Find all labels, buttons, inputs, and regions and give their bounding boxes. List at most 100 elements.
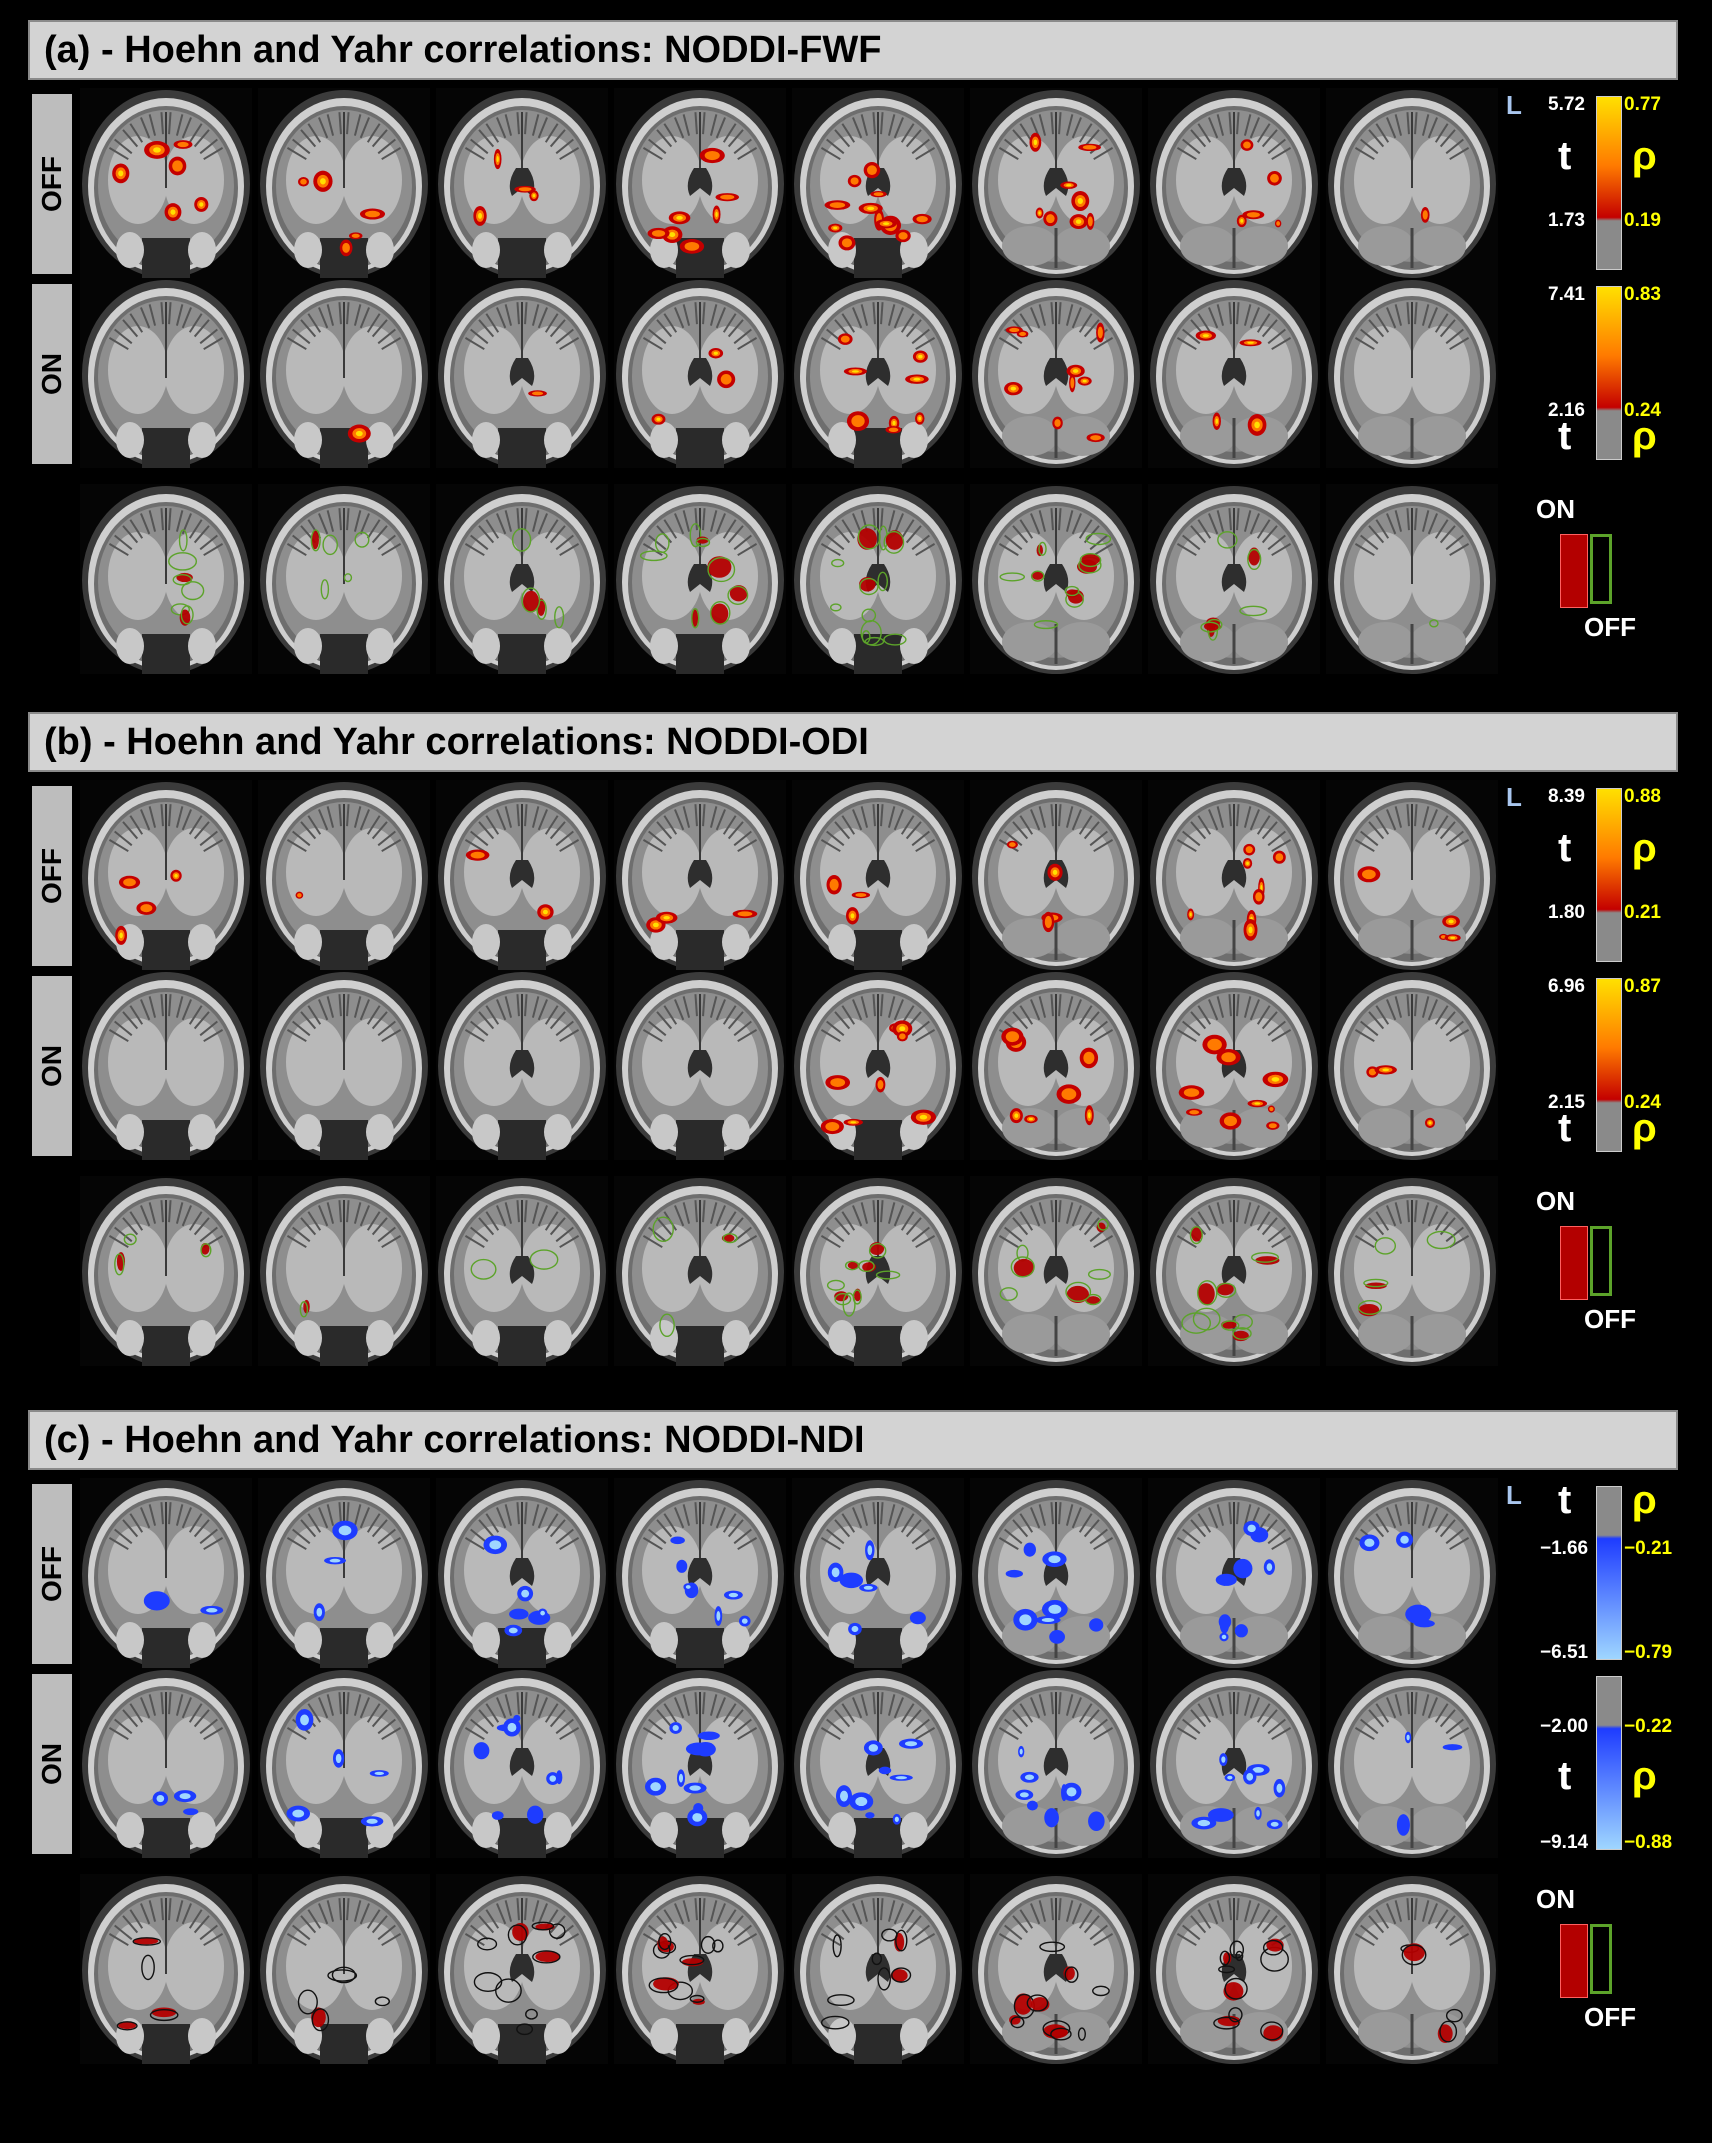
- slice-image: [1328, 1480, 1496, 1668]
- stat-map: [115, 869, 182, 945]
- stat-map: [1015, 1745, 1105, 1832]
- rho-symbol: ρ: [1632, 1478, 1657, 1522]
- coronal-slice: [436, 88, 608, 278]
- panel-c: (c) - Hoehn and Yahr correlations: NODDI…: [0, 1406, 1712, 2096]
- coronal-slice: [792, 1478, 964, 1668]
- coronal-slice: [436, 1176, 608, 1366]
- brain-anatomy: [1328, 1480, 1496, 1668]
- brain-anatomy: [1150, 486, 1318, 674]
- coronal-slice: [792, 1668, 964, 1858]
- slice-image: [1328, 1670, 1496, 1858]
- brain-anatomy: [260, 972, 428, 1160]
- brain-anatomy: [82, 280, 250, 468]
- legend-off-label: OFF: [1584, 2002, 1636, 2032]
- row-label-off: OFF: [32, 94, 72, 274]
- brain-anatomy: [1328, 486, 1496, 674]
- colorbar-gradient: [1596, 788, 1622, 962]
- slice-row-off: [80, 1478, 1520, 1668]
- slice-image: [438, 486, 606, 674]
- overlap-row: [80, 1176, 1520, 1366]
- stat-map: [837, 333, 929, 434]
- stat-map: [1178, 1034, 1289, 1130]
- brain-anatomy: [794, 782, 962, 970]
- rho-max-value: 0.77: [1624, 94, 1661, 115]
- brain-anatomy: [260, 90, 428, 278]
- row-label-text: OFF: [36, 1546, 67, 1602]
- coronal-slice: [80, 278, 252, 468]
- stat-map: [286, 1709, 389, 1827]
- slice-image: [260, 1178, 428, 1366]
- slice-image: [794, 1876, 962, 2064]
- coronal-slice: [436, 970, 608, 1160]
- slice-image: [794, 280, 962, 468]
- left-hemisphere-label: L: [1506, 1480, 1522, 1510]
- row-label-text: OFF: [36, 848, 67, 904]
- slice-image: [616, 90, 784, 278]
- legend-off-swatch: [1590, 1924, 1612, 1994]
- row-label-on: ON: [32, 976, 72, 1156]
- row-label-text: OFF: [36, 156, 67, 212]
- t-max-value: −1.66: [1540, 1538, 1589, 1559]
- slice-image: [616, 1876, 784, 2064]
- overlap-map: [826, 1242, 901, 1317]
- stat-map: [473, 149, 539, 226]
- coronal-slice: [436, 1668, 608, 1858]
- brain-anatomy: [82, 90, 250, 278]
- slice-image: [1328, 486, 1496, 674]
- stat-map: [1359, 1531, 1435, 1628]
- slice-image: [82, 90, 250, 278]
- coronal-slice: [792, 1176, 964, 1366]
- t-min-value: −6.51: [1540, 1642, 1589, 1663]
- brain-anatomy: [438, 1876, 606, 2064]
- overlap-map: [299, 1299, 310, 1318]
- coronal-slice: [614, 970, 786, 1160]
- brain-anatomy: [438, 1670, 606, 1858]
- brain-anatomy: [616, 1670, 784, 1858]
- brain-anatomy: [82, 1670, 250, 1858]
- overlap-map: [114, 1233, 212, 1276]
- panel-title: (b) - Hoehn and Yahr correlations: NODDI…: [28, 712, 1678, 772]
- brain-anatomy: [972, 280, 1140, 468]
- brain-anatomy: [972, 1670, 1140, 1858]
- coronal-slice: [792, 278, 964, 468]
- coronal-slice: [1148, 970, 1320, 1160]
- overlap-row: [80, 1874, 1520, 2064]
- stat-map: [1366, 1065, 1436, 1128]
- coronal-slice: [792, 970, 964, 1160]
- slice-image: [616, 1178, 784, 1366]
- coronal-slice: [80, 1668, 252, 1858]
- rho-min-value: −0.88: [1624, 1832, 1673, 1853]
- slice-image: [82, 972, 250, 1160]
- slice-image: [438, 1876, 606, 2064]
- brain-anatomy: [794, 90, 962, 278]
- coronal-slice: [258, 1176, 430, 1366]
- slice-image: [260, 1876, 428, 2064]
- stat-map: [826, 874, 871, 925]
- coronal-slice: [258, 1478, 430, 1668]
- slice-image: [82, 1480, 250, 1668]
- slice-image: [1150, 1178, 1318, 1366]
- rho-min-value: 0.21: [1624, 902, 1661, 923]
- slice-image: [972, 1178, 1140, 1366]
- slice-image: [438, 1480, 606, 1668]
- brain-anatomy: [794, 1670, 962, 1858]
- panel-a: (a) - Hoehn and Yahr correlations: NODDI…: [0, 16, 1712, 706]
- brain-anatomy: [794, 972, 962, 1160]
- overlap-map: [820, 1928, 912, 2030]
- slice-image: [616, 972, 784, 1160]
- overlap-map: [999, 1218, 1111, 1306]
- slice-image: [616, 280, 784, 468]
- stat-map: [1191, 1753, 1286, 1830]
- slice-image: [1328, 1178, 1496, 1366]
- brain-anatomy: [260, 1178, 428, 1366]
- legend-off-label: OFF: [1584, 612, 1636, 642]
- stat-map: [647, 147, 740, 254]
- slice-image: [438, 972, 606, 1160]
- brain-anatomy: [438, 1178, 606, 1366]
- row-label-on: ON: [32, 1674, 72, 1854]
- overlap-map: [652, 1216, 738, 1338]
- brain-anatomy: [616, 1480, 784, 1668]
- overlap-map: [168, 529, 205, 626]
- coronal-slice: [970, 780, 1142, 970]
